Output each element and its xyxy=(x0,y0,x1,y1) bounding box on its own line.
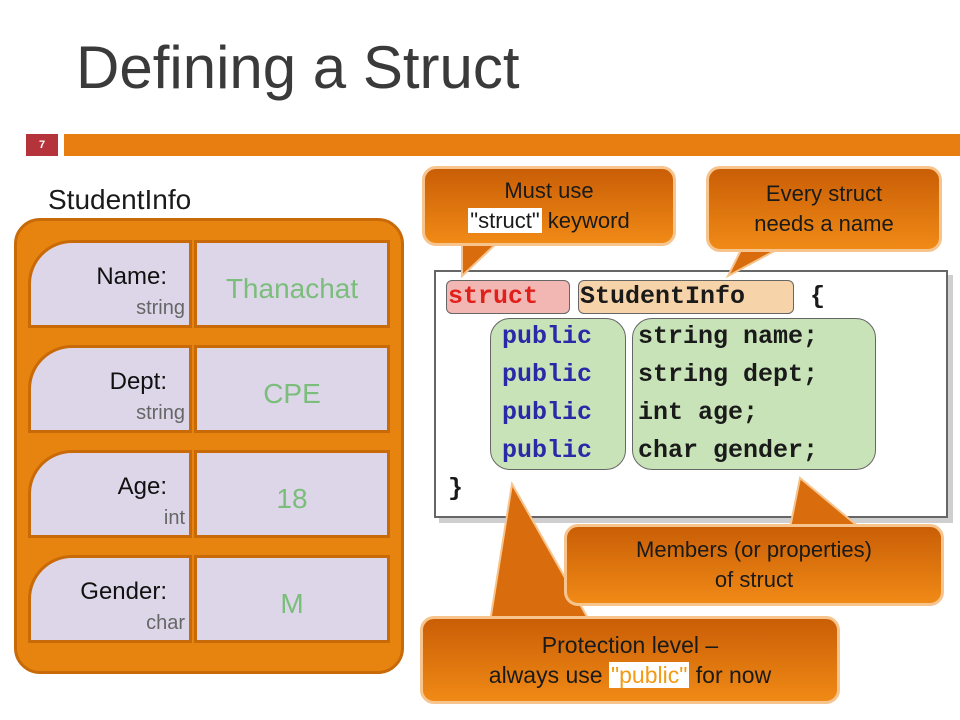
callout-members: Members (or properties) of struct xyxy=(564,524,944,606)
code-member: string name; xyxy=(638,322,819,351)
code-access-modifier: public xyxy=(502,322,593,351)
field-label: Name: xyxy=(96,263,167,290)
field-gender: Gender: char M xyxy=(28,555,390,643)
code-keyword: struct xyxy=(448,282,539,311)
field-name: Name: string Thanachat xyxy=(28,240,390,328)
field-label-cell: Name: string xyxy=(28,240,192,328)
slide-title: Defining a Struct xyxy=(76,34,520,101)
callout-protection-line1: Protection level – xyxy=(541,632,719,658)
field-value-cell: Thanachat xyxy=(194,240,390,328)
callout-keyword-line1: Must use xyxy=(504,178,594,203)
callout-protection-line2: always use "public" for now xyxy=(423,660,837,690)
field-value-cell: CPE xyxy=(194,345,390,433)
field-value: CPE xyxy=(263,378,321,409)
callout-keyword-line2: "struct" keyword xyxy=(425,206,673,236)
field-dept: Dept: string CPE xyxy=(28,345,390,433)
field-label: Age: xyxy=(117,473,167,500)
callout-name-line1: Every struct xyxy=(765,181,883,206)
field-value: 18 xyxy=(276,483,308,514)
slide-number: 7 xyxy=(26,134,58,156)
field-type: string xyxy=(136,402,185,424)
field-value: M xyxy=(280,588,304,619)
code-access-modifier: public xyxy=(502,436,593,465)
callout-keyword-after: keyword xyxy=(541,208,630,233)
callout-members-line2: of struct xyxy=(714,567,794,592)
struct-name-highlight xyxy=(578,280,794,314)
field-value: Thanachat xyxy=(225,273,359,304)
members-highlight xyxy=(632,318,876,470)
access-modifier-highlight xyxy=(490,318,626,470)
callout-protection-quoted: "public" xyxy=(608,662,690,688)
field-value-cell: 18 xyxy=(194,450,390,538)
code-member: int age; xyxy=(638,398,759,427)
field-label: Dept: xyxy=(109,368,167,395)
code-member: string dept; xyxy=(638,360,819,389)
callout-protection: Protection level – always use "public" f… xyxy=(420,616,840,704)
field-type: string xyxy=(136,297,185,319)
callout-tail-name xyxy=(725,247,781,279)
callout-members-line1: Members (or properties) xyxy=(636,537,872,562)
callout-keyword: Must use "struct" keyword xyxy=(422,166,676,246)
code-struct-name: StudentInfo xyxy=(580,282,746,311)
callout-name: Every struct needs a name xyxy=(706,166,942,252)
callout-protection-after: for now xyxy=(689,662,772,688)
code-access-modifier: public xyxy=(502,398,593,427)
code-close-brace: } xyxy=(448,474,464,503)
field-type: char xyxy=(146,612,185,634)
callout-name-line2: needs a name xyxy=(754,211,894,236)
keyword-highlight xyxy=(446,280,570,314)
field-label-cell: Gender: char xyxy=(28,555,192,643)
code-access-modifier: public xyxy=(502,360,593,389)
callout-protection-before: always use xyxy=(488,662,609,688)
callout-keyword-quoted: "struct" xyxy=(468,208,542,233)
field-label-cell: Dept: string xyxy=(28,345,192,433)
field-type: int xyxy=(163,507,185,529)
code-open-brace: { xyxy=(810,282,826,311)
field-age: Age: int 18 xyxy=(28,450,390,538)
callout-tail-members xyxy=(788,476,863,529)
field-label-cell: Age: int xyxy=(28,450,192,538)
title-accent-bar xyxy=(64,134,960,156)
code-member: char gender; xyxy=(638,436,819,465)
field-value-cell: M xyxy=(194,555,390,643)
struct-diagram-title: StudentInfo xyxy=(48,184,192,215)
field-label: Gender: xyxy=(80,578,167,605)
